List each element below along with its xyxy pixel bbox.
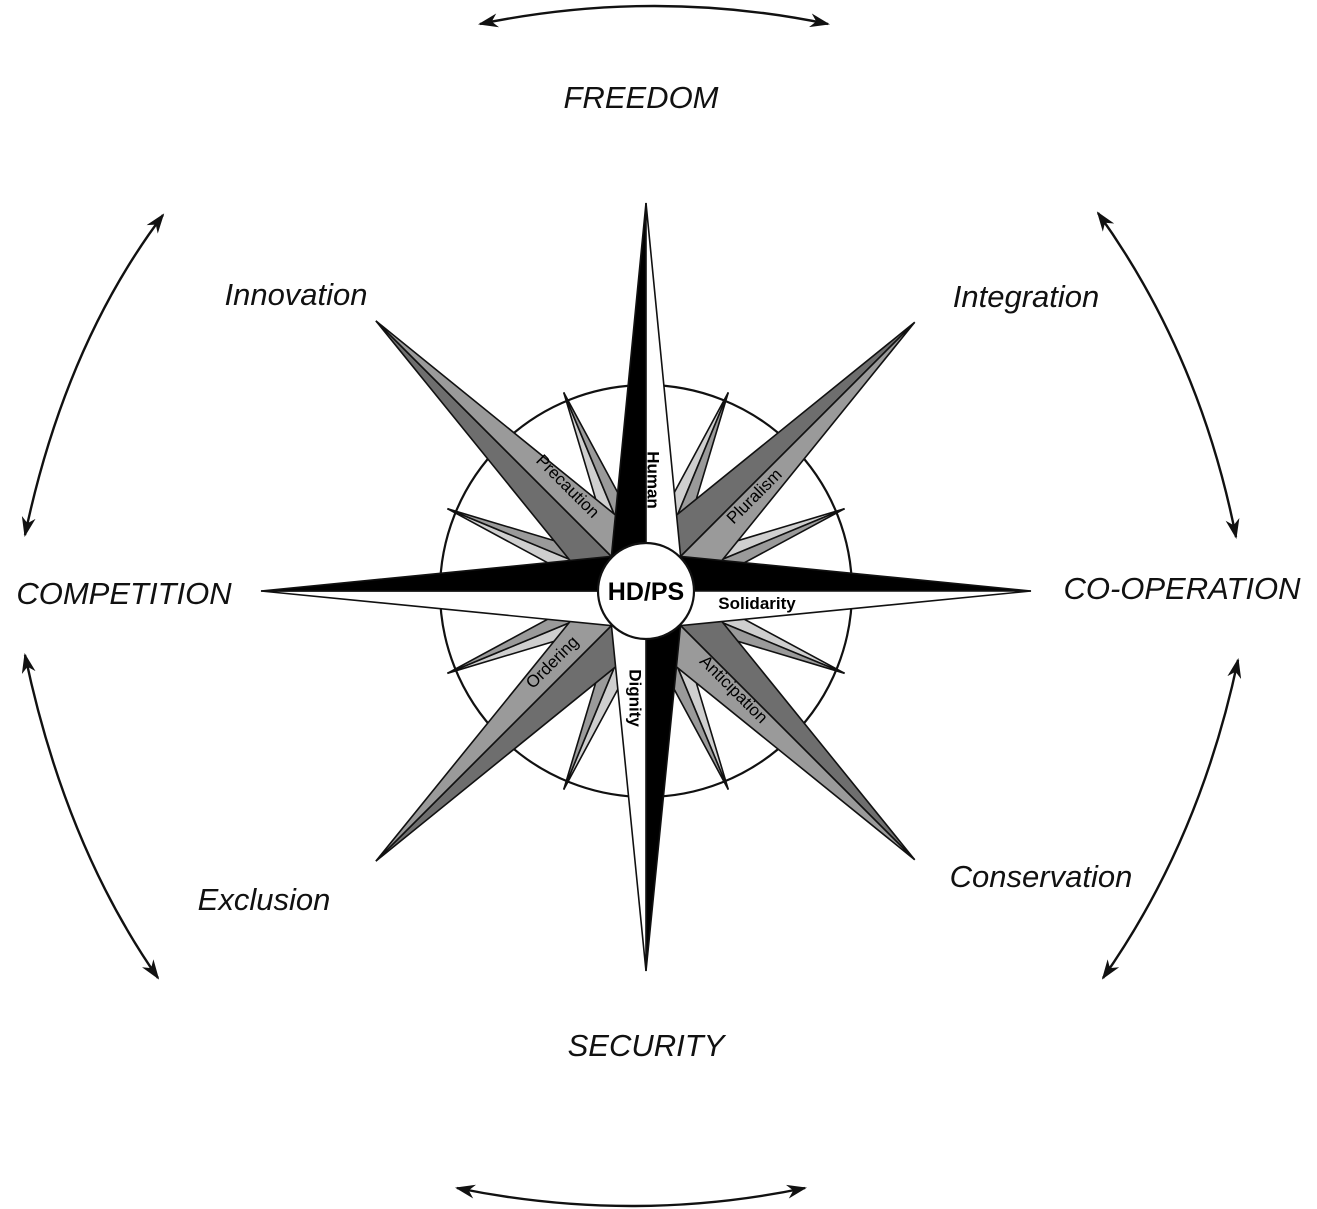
arm-label-human: Human <box>644 451 663 509</box>
label-innovation: Innovation <box>224 277 367 312</box>
arm-label-solidarity: Solidarity <box>718 594 796 613</box>
outer-arrows <box>21 4 1242 1208</box>
arm-label-dignity: Dignity <box>626 669 645 727</box>
arrow-top <box>478 4 830 28</box>
label-freedom: FREEDOM <box>564 80 719 115</box>
label-security: SECURITY <box>568 1028 727 1063</box>
arm-label-planetary: Planetary <box>501 565 578 584</box>
cardinal-arms <box>260 202 1032 972</box>
diagonal-arms <box>375 320 916 862</box>
label-cooperation: CO-OPERATION <box>1063 571 1301 606</box>
arrow-bottom <box>455 1184 807 1208</box>
center-hub <box>596 541 696 641</box>
arrow-lower-left <box>21 653 160 980</box>
center-label: HD/PS <box>608 578 684 606</box>
label-exclusion: Exclusion <box>198 882 331 917</box>
label-competition: COMPETITION <box>16 576 232 611</box>
label-conservation: Conservation <box>950 859 1133 894</box>
label-integration: Integration <box>953 279 1100 314</box>
arrow-upper-left <box>21 213 165 537</box>
arrow-upper-right <box>1096 211 1240 539</box>
arrow-lower-right <box>1101 658 1242 980</box>
